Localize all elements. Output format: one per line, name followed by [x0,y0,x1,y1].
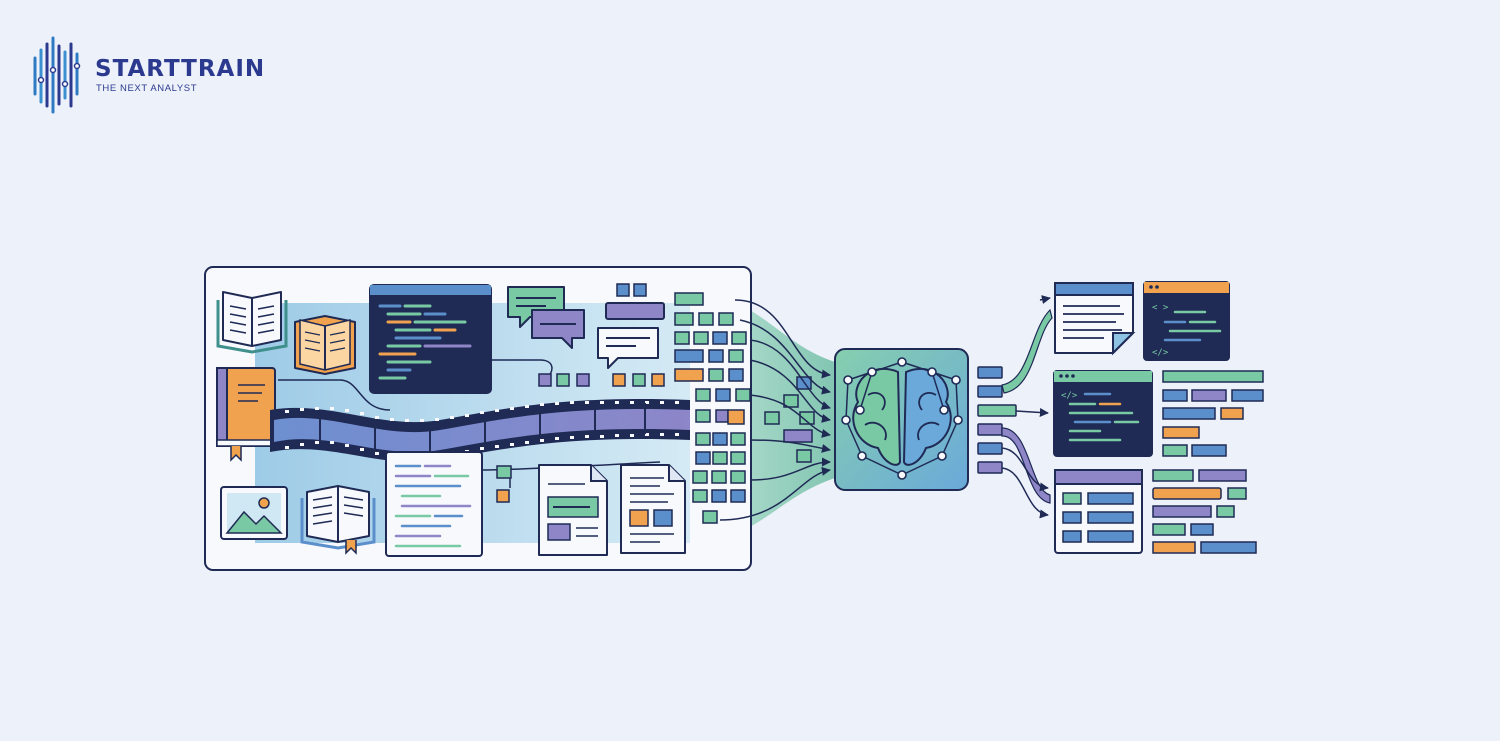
layout-document-icon [538,464,608,556]
layout-document-2-icon [620,464,686,554]
table-output-blocks [1152,469,1257,554]
brand-tagline: THE NEXT ANALYST [96,83,198,94]
brand-logo[interactable]: STARTTRAIN THE NEXT ANALYST [30,36,300,114]
structured-output-blocks [1162,370,1264,457]
orange-book-icon [294,315,356,375]
close-tag-glyph: </> [1152,348,1169,358]
token-grid [674,292,815,524]
brain-network-icon [834,348,969,491]
code-output-2-icon: </> [1053,370,1153,457]
output-branch-green [1001,308,1053,394]
brand-name: STARTTRAIN [95,56,266,82]
image-icon [220,486,288,540]
output-arrows [1001,295,1051,519]
closed-book-icon [216,367,276,462]
open-book-icon [216,291,288,354]
tag-glyph: </> [1061,391,1078,401]
document-output-icon [1054,282,1136,356]
chevrons-glyph: < > [1152,303,1169,313]
chat-bubbles-icon [507,283,665,369]
table-output-icon [1054,469,1143,554]
open-book-bottom-icon [300,485,376,555]
text-document-icon [385,451,483,557]
code-output-icon: < > </> [1143,281,1230,361]
code-editor-icon [369,284,492,394]
input-arrows [719,299,831,521]
output-tokens [977,366,1017,474]
panel-token-blocks [496,373,665,503]
film-strip-icon [270,399,690,463]
sound-wave-logo-icon [33,36,81,114]
